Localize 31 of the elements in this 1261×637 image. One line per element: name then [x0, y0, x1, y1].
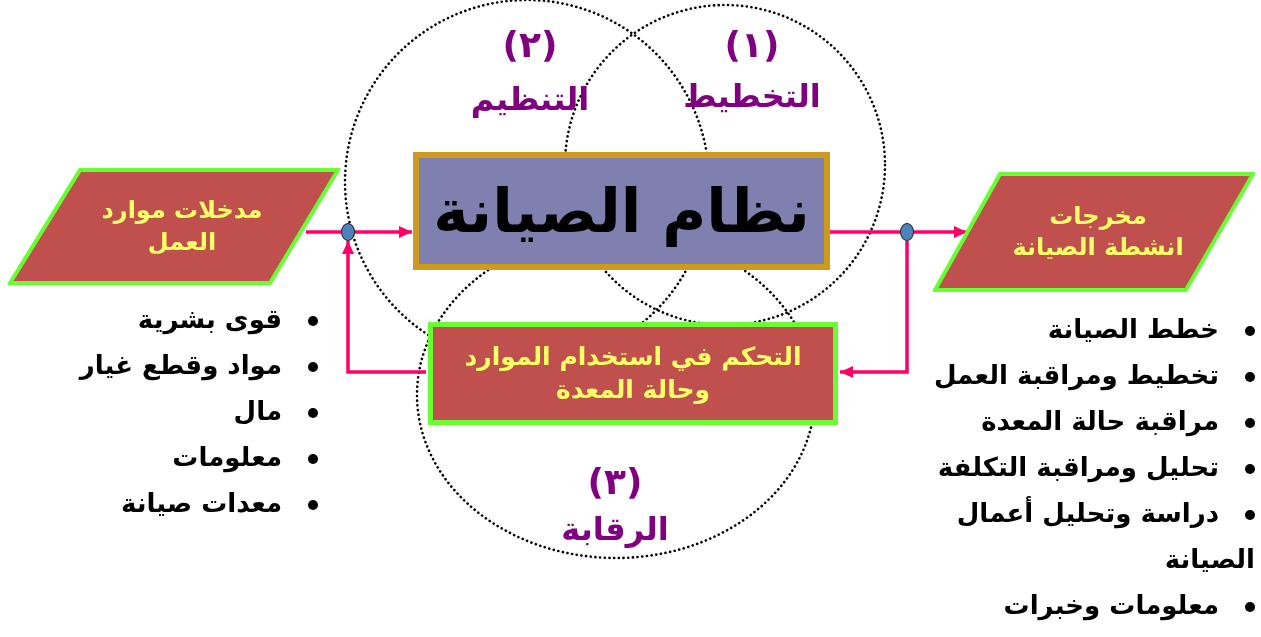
list-item: تخطيط ومراقبة العمل: [925, 352, 1255, 398]
circle-label: التخطيط: [683, 79, 821, 115]
circle-label: التنظيم: [470, 82, 590, 118]
box-label: مخرجات انشطة الصيانة: [1011, 200, 1185, 263]
list-item: معلومات: [28, 434, 318, 480]
list-item: خطط الصيانة: [925, 306, 1255, 352]
list-item: تحليل ومراقبة التكلفة: [925, 444, 1255, 490]
circle-label: (٢): [502, 25, 558, 65]
list-item: دراسة وتحليل أعمال الصيانة: [955, 495, 1255, 576]
list-item: مواد وقطع غيار: [28, 342, 318, 388]
arrow: [342, 241, 426, 374]
list-item: قوى بشرية: [28, 296, 318, 342]
arrow: [914, 226, 967, 238]
list-item: مراقبة حالة المعدة: [925, 398, 1255, 444]
junction-dot: [900, 223, 914, 241]
box-label: التحكم في استخدام الموارد وحالة المعدة: [463, 341, 803, 406]
circle-label: (٣): [587, 462, 643, 502]
circle-label: (١): [724, 25, 780, 65]
list-item: معلومات وخبرات: [925, 582, 1255, 628]
control-box: [428, 322, 838, 425]
circle-label: الرقابة: [561, 512, 669, 548]
junction-dot: [341, 223, 355, 241]
parallelogram: [8, 168, 340, 285]
list-item: معدات صيانة: [28, 480, 318, 526]
parallelogram: [933, 172, 1255, 292]
arrow: [355, 226, 412, 238]
box-label: مدخلات موارد العمل: [100, 195, 264, 258]
arrow: [840, 241, 909, 378]
list-item: مال: [28, 388, 318, 434]
system-box: [413, 152, 830, 270]
box-title: نظام الصيانة: [433, 175, 810, 249]
